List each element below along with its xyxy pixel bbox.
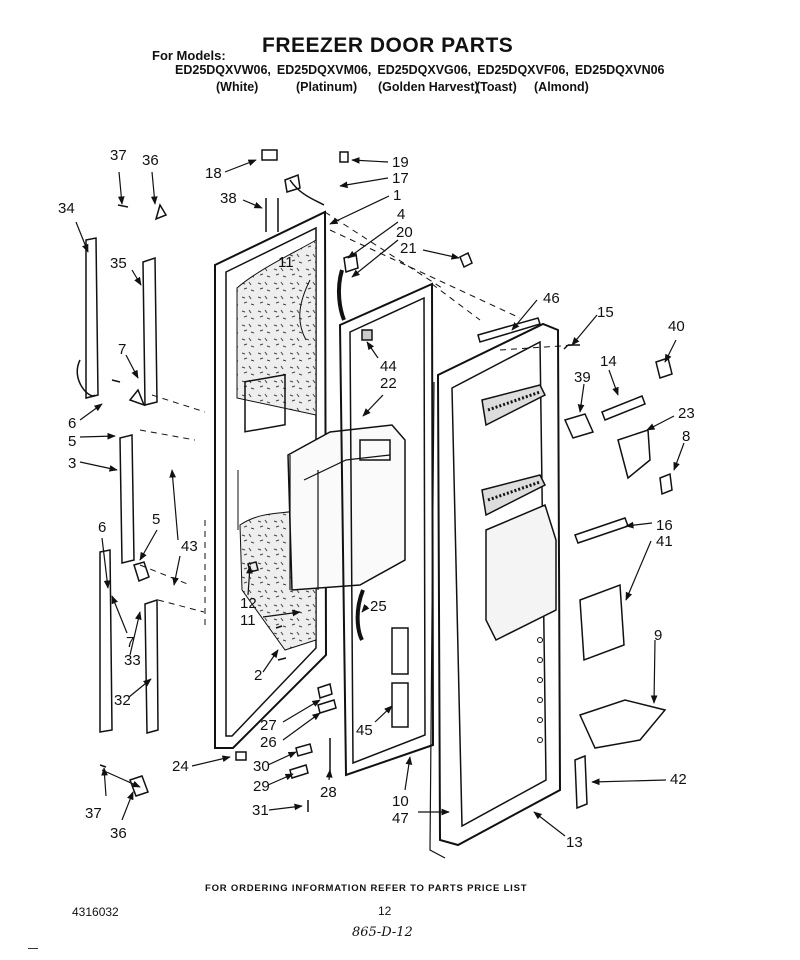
for-models-label: For Models:	[152, 48, 226, 63]
page-title: FREEZER DOOR PARTS	[262, 34, 514, 57]
callout-6-upper: 6	[68, 415, 76, 432]
callout-41: 41	[656, 533, 673, 550]
callout-38: 38	[220, 190, 237, 207]
callout-24: 24	[172, 758, 189, 775]
callout-32: 32	[114, 692, 131, 709]
page-number: 12	[378, 904, 392, 918]
callout-16: 16	[656, 517, 673, 534]
model-color-platinum: (Platinum)	[296, 80, 358, 94]
callout-33: 33	[124, 652, 141, 669]
callout-5-lower: 5	[152, 511, 160, 528]
model-number: ED25DQXVF06,	[477, 63, 569, 77]
callout-44: 44	[380, 358, 397, 375]
callout-labels: 37 36 18 19 17 1 38 34 4 20 21 35 11 46 …	[58, 147, 695, 851]
callout-35: 35	[110, 255, 127, 272]
hardware-drawings	[99, 149, 673, 812]
callout-37-top: 37	[110, 147, 127, 164]
callout-42: 42	[670, 771, 687, 788]
callout-7-upper: 7	[118, 341, 126, 358]
callout-30: 30	[253, 758, 270, 775]
callout-12: 12	[240, 595, 257, 612]
door-handle-drawings	[76, 237, 159, 734]
callout-43: 43	[181, 538, 198, 555]
callout-40: 40	[668, 318, 685, 335]
document-number: 4316032	[72, 905, 119, 919]
callout-18: 18	[205, 165, 222, 182]
callout-28: 28	[320, 784, 337, 801]
door-gasket-drawing	[338, 282, 435, 777]
callout-19: 19	[392, 154, 409, 171]
handwritten-code: 865-D-12	[352, 925, 413, 940]
callout-13: 13	[566, 834, 583, 851]
callout-5-upper: 5	[68, 433, 76, 450]
callout-23: 23	[678, 405, 695, 422]
callout-34: 34	[58, 200, 75, 217]
callout-20: 20	[396, 224, 413, 241]
callout-1: 1	[393, 187, 401, 204]
callout-26: 26	[260, 734, 277, 751]
callout-11-upper: 11	[278, 254, 294, 271]
callout-47: 47	[392, 810, 409, 827]
part-drawings	[76, 149, 673, 859]
callout-46: 46	[543, 290, 560, 307]
margin-mark	[28, 948, 38, 949]
callout-10: 10	[392, 793, 409, 810]
callout-11-lower: 11	[240, 612, 256, 629]
model-number: ED25DQXVW06,	[175, 63, 271, 77]
callout-15: 15	[597, 304, 614, 321]
callout-36-top: 36	[142, 152, 159, 169]
outer-door-drawing	[429, 322, 562, 859]
callout-31: 31	[252, 802, 269, 819]
callout-7-lower: 7	[126, 634, 134, 651]
callout-22: 22	[380, 375, 397, 392]
callout-21: 21	[400, 240, 417, 257]
callout-4: 4	[397, 206, 405, 223]
callout-27: 27	[260, 717, 277, 734]
callout-39: 39	[574, 369, 591, 386]
ordering-note: FOR ORDERING INFORMATION REFER TO PARTS …	[205, 883, 528, 894]
callout-25: 25	[370, 598, 387, 615]
callout-8: 8	[682, 428, 690, 445]
model-number-list: ED25DQXVW06, ED25DQXVM06, ED25DQXVG06, E…	[175, 63, 665, 77]
insulation-duct-drawing	[287, 424, 406, 591]
callout-leaders	[75, 157, 685, 837]
callout-2: 2	[254, 667, 262, 684]
model-color-white: (White)	[216, 80, 259, 94]
callout-37-bottom: 37	[85, 805, 102, 822]
callout-36-bottom: 36	[110, 825, 127, 842]
model-color-toast: (Toast)	[476, 80, 517, 94]
callout-3: 3	[68, 455, 76, 472]
callout-45: 45	[356, 722, 373, 739]
callout-14: 14	[600, 353, 617, 370]
callout-17: 17	[392, 170, 409, 187]
callout-6-lower: 6	[98, 519, 106, 536]
model-number: ED25DQXVM06,	[276, 63, 372, 77]
model-number: ED25DQXVG06,	[377, 63, 472, 77]
model-color-golden-harvest: (Golden Harvest)	[378, 80, 479, 94]
model-color-almond: (Almond)	[534, 80, 589, 94]
callout-9: 9	[654, 627, 662, 644]
callout-29: 29	[253, 778, 270, 795]
model-number: ED25DQXVN06	[574, 63, 665, 77]
